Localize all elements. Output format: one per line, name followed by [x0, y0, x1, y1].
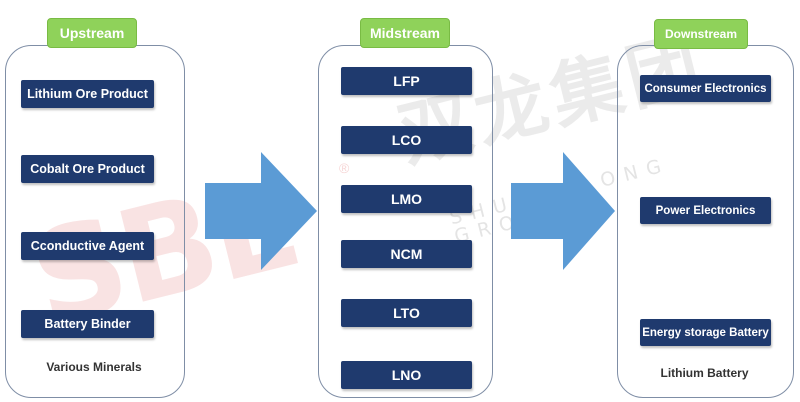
downstream-item-energy-storage: Energy storage Battery — [640, 319, 771, 346]
flow-arrow-mid-to-down-icon — [511, 152, 615, 270]
flow-arrow-up-to-mid-icon — [205, 152, 317, 270]
downstream-caption: Lithium Battery — [660, 366, 749, 380]
midstream-panel — [318, 45, 493, 398]
downstream-item-power-electronics: Power Electronics — [640, 197, 771, 224]
upstream-caption: Various Minerals — [46, 360, 142, 374]
downstream-tag: Downstream — [654, 19, 748, 49]
midstream-tag: Midstream — [360, 18, 450, 48]
upstream-item-conductive-agent: Cconductive Agent — [21, 232, 154, 260]
midstream-item-lno: LNO — [341, 361, 472, 389]
upstream-item-lithium-ore: Lithium Ore Product — [21, 80, 154, 108]
downstream-item-consumer-electronics: Consumer Electronics — [640, 75, 771, 102]
midstream-item-lmo: LMO — [341, 185, 472, 213]
upstream-item-battery-binder: Battery Binder — [21, 310, 154, 338]
midstream-item-lco: LCO — [341, 126, 472, 154]
upstream-tag: Upstream — [47, 18, 137, 48]
midstream-item-lto: LTO — [341, 299, 472, 327]
midstream-item-ncm: NCM — [341, 240, 472, 268]
midstream-item-lfp: LFP — [341, 67, 472, 95]
upstream-item-cobalt-ore: Cobalt Ore Product — [21, 155, 154, 183]
